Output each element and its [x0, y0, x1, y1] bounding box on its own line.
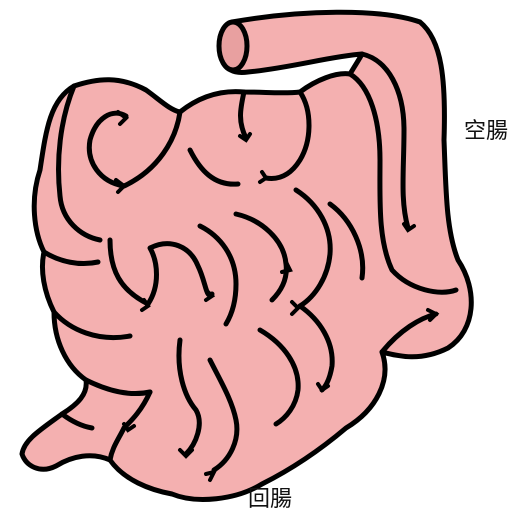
jejunum-label: 空腸	[464, 121, 508, 143]
ileum-label: 回腸	[248, 489, 292, 511]
tube-opening	[219, 22, 247, 70]
